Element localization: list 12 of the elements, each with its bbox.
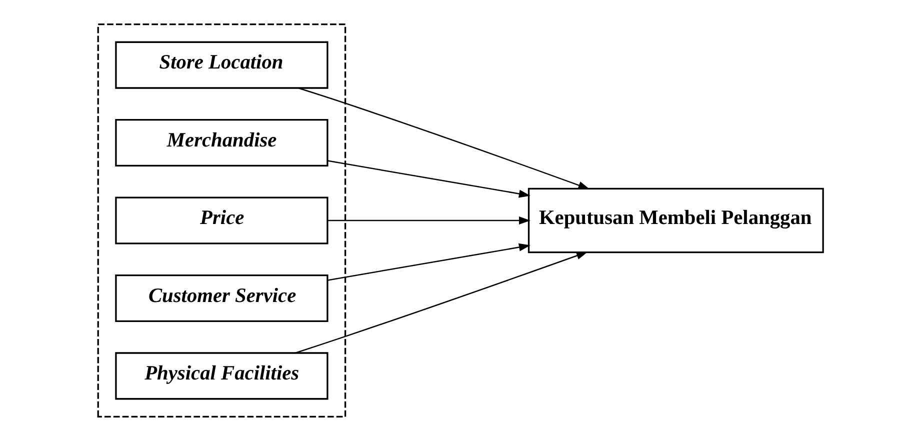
node-box: Price (114, 196, 328, 244)
arrow (297, 86, 590, 189)
node-box: Keputusan Membeli Pelanggan (527, 187, 824, 253)
arrow (327, 242, 530, 280)
cluster (96, 22, 346, 418)
arrow (327, 216, 530, 224)
arrow (294, 251, 588, 354)
node-box: Customer Service (114, 274, 328, 322)
arrow (327, 160, 530, 198)
node-box: Physical Facilities (114, 352, 328, 400)
node-box: Store Location (114, 40, 328, 88)
node-box: Merchandise (114, 118, 328, 166)
